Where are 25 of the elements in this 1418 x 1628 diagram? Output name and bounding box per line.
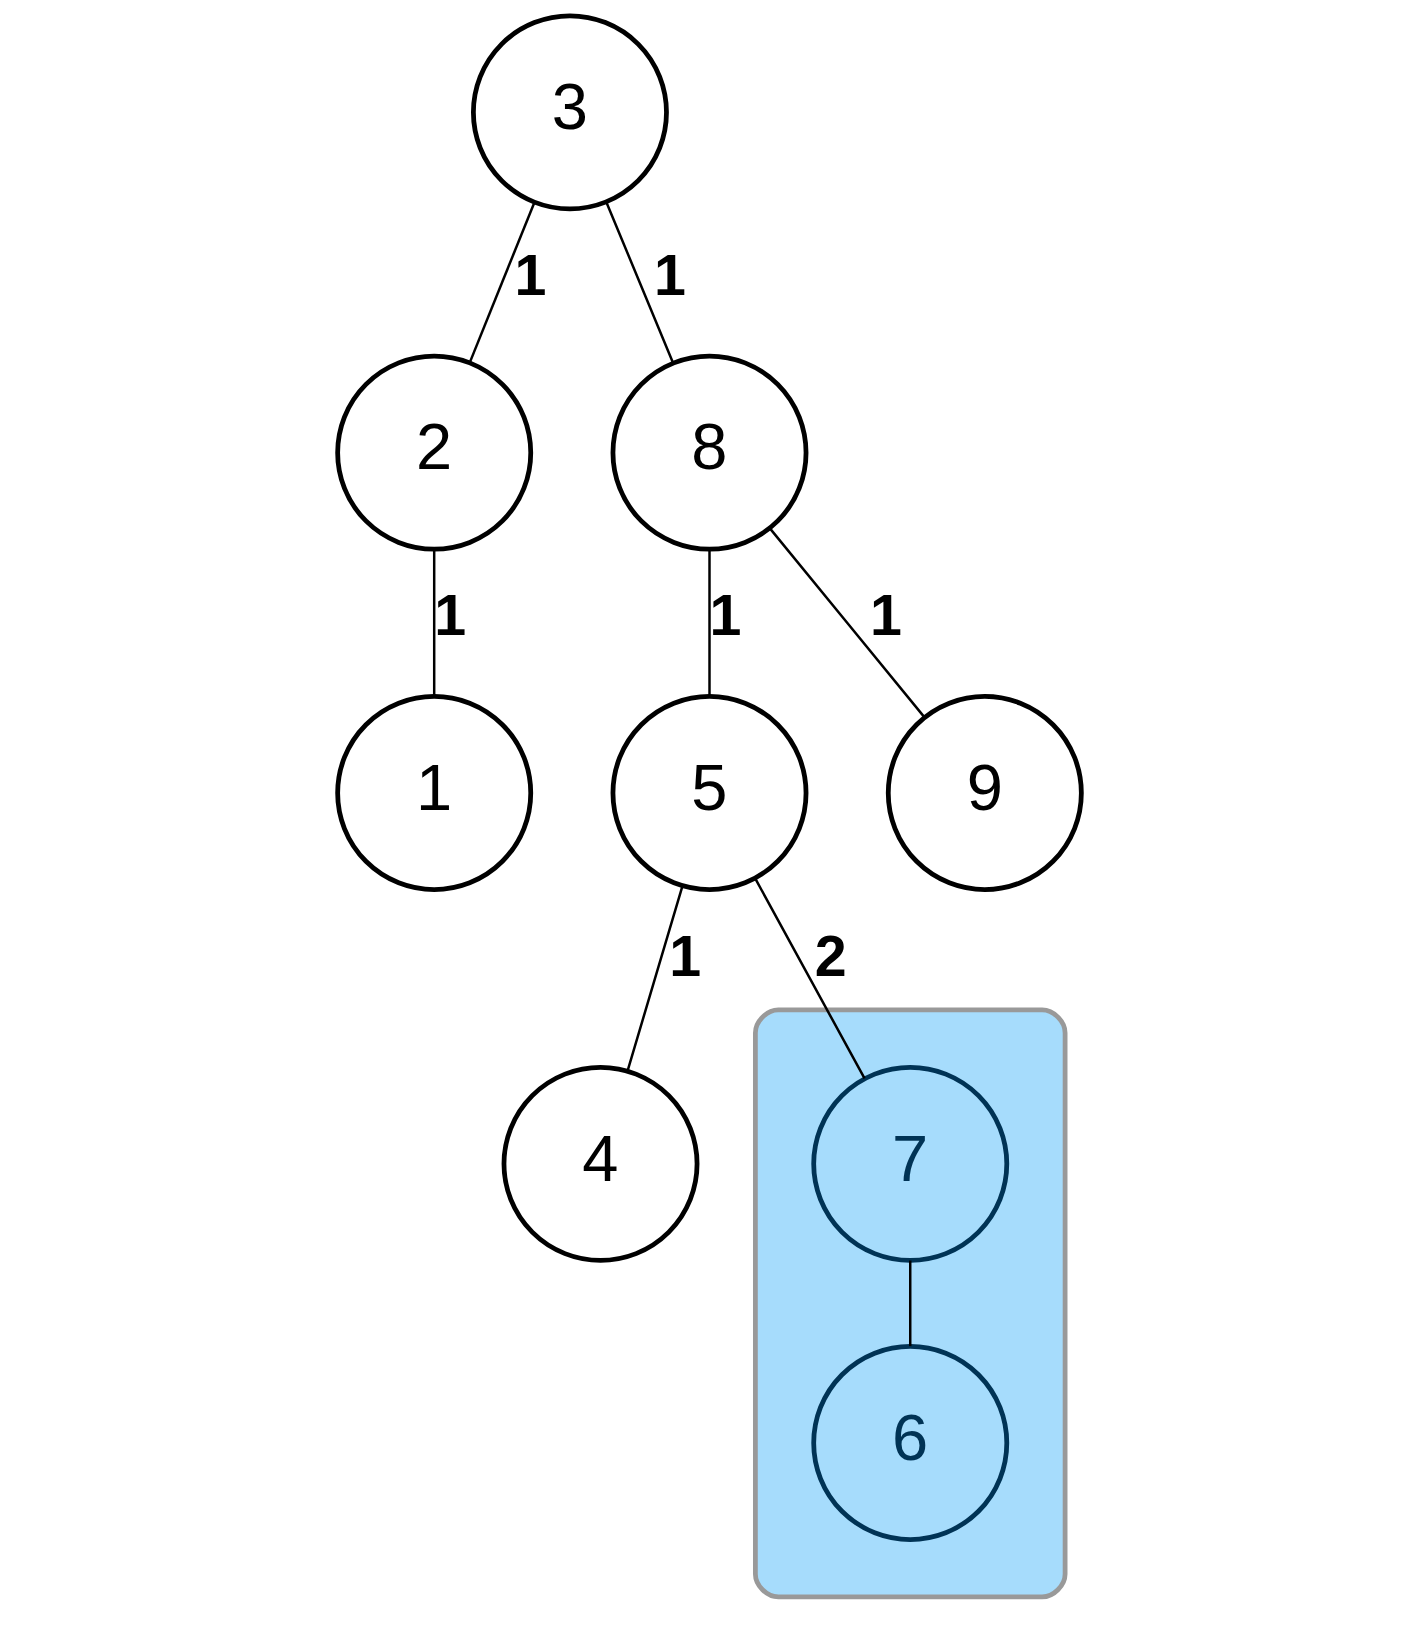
node-circle: 2 xyxy=(334,353,533,552)
connector xyxy=(432,550,435,696)
edge-label: 1 xyxy=(668,923,701,988)
node-circle: 8 xyxy=(610,353,808,552)
node-circle: 9 xyxy=(885,694,1084,892)
edge-label: 1 xyxy=(869,583,902,648)
node-circle: 3 xyxy=(470,13,669,212)
edge-label: 1 xyxy=(433,583,466,648)
connector xyxy=(468,202,535,363)
connector xyxy=(768,527,925,719)
cluster xyxy=(752,1007,1067,1600)
connector xyxy=(707,550,711,696)
node-circle: 6 xyxy=(810,1344,1009,1542)
node-circle: 7 xyxy=(810,1064,1009,1263)
edge-label: 1 xyxy=(513,242,546,307)
node-circle: 5 xyxy=(610,694,808,892)
edge-label: 1 xyxy=(709,583,741,648)
node-circle: 4 xyxy=(501,1064,699,1263)
node-circle: 1 xyxy=(334,694,533,892)
connector xyxy=(908,1260,911,1347)
connector xyxy=(604,202,674,364)
edge-label: 1 xyxy=(653,242,686,307)
connector xyxy=(625,886,683,1072)
edge-label: 2 xyxy=(814,923,847,988)
connector xyxy=(753,877,866,1079)
